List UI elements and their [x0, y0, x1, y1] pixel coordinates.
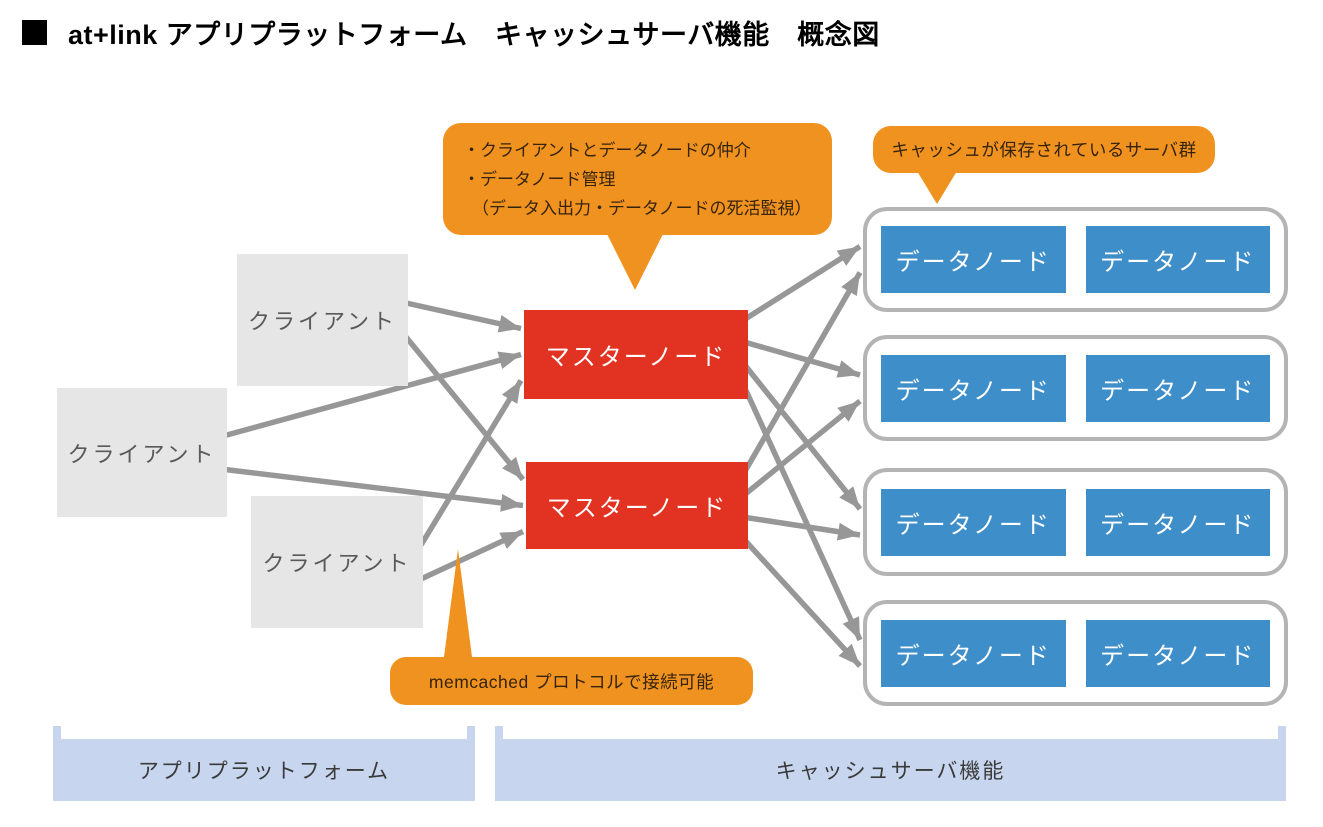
data-node-label: データノード	[1100, 511, 1256, 539]
arrow	[224, 351, 522, 439]
data-node-label: データノード	[1100, 249, 1256, 276]
server-group: データノード データノード	[863, 207, 1288, 312]
data-node-box: データノード	[1085, 488, 1270, 556]
band-cache-function: キャッシュサーバ機能	[495, 726, 1286, 801]
client-label: クライアント	[262, 551, 412, 576]
client-box: クライアント	[237, 254, 408, 386]
arrow	[224, 466, 524, 512]
data-node-label: データノード	[895, 377, 1051, 405]
callout-line: ・データノード管理	[463, 170, 616, 189]
data-node-label: データノード	[895, 642, 1051, 670]
callout-pointer-down-icon	[607, 234, 663, 290]
data-node-label: データノード	[895, 249, 1051, 276]
data-node-label: データノード	[895, 511, 1051, 539]
data-node-label: データノード	[1100, 377, 1256, 405]
band-tab	[495, 726, 503, 741]
callout-line: （データ入出力・データノードの死活監視）	[472, 199, 812, 218]
data-node-box: データノード	[1085, 354, 1270, 422]
arrow	[743, 364, 863, 511]
master-node-box: マスターノード	[526, 462, 748, 549]
arrow	[745, 514, 861, 541]
client-box: クライアント	[57, 388, 227, 517]
master-node-box: マスターノード	[524, 310, 748, 399]
callout-cache-servers: キャッシュが保存されているサーバ群	[873, 126, 1215, 204]
data-node-label: データノード	[1100, 642, 1256, 670]
band-label: アプリプラットフォーム	[137, 760, 391, 783]
arrow	[744, 244, 862, 321]
data-node-box: データノード	[1085, 226, 1270, 293]
server-group: データノード データノード	[863, 335, 1288, 441]
page-title: at+link アプリプラットフォーム キャッシュサーバ機能 概念図	[22, 13, 880, 52]
band-tab	[467, 726, 475, 741]
band-label: キャッシュサーバ機能	[775, 760, 1006, 783]
arrow	[744, 398, 862, 496]
data-node-box: データノード	[881, 619, 1066, 687]
band-app-platform: アプリプラットフォーム	[53, 726, 475, 801]
arrow	[405, 300, 522, 333]
arrow	[743, 271, 863, 471]
server-group: データノード データノード	[863, 600, 1288, 706]
callout-pointer-up-icon	[444, 549, 472, 657]
band-bar: アプリプラットフォーム	[53, 739, 475, 801]
band-tab	[53, 726, 61, 741]
callout-line: ・クライアントとデータノードの仲介	[463, 141, 751, 160]
client-label: クライアント	[247, 309, 398, 334]
callout-memcached: memcached プロトコルで接続可能	[390, 549, 753, 705]
arrow	[403, 335, 526, 482]
band-bar: キャッシュサーバ機能	[495, 739, 1286, 801]
callout-text: キャッシュが保存されているサーバ群	[891, 140, 1197, 160]
data-node-box: データノード	[881, 488, 1066, 556]
callout-text: memcached プロトコルで接続可能	[428, 671, 715, 692]
page-title-text: at+link アプリプラットフォーム キャッシュサーバ機能 概念図	[68, 20, 880, 50]
callout-pointer-down-icon	[917, 171, 957, 204]
title-bullet-icon	[22, 20, 47, 45]
arrow	[419, 529, 525, 582]
server-group: データノード データノード	[863, 468, 1288, 576]
client-label: クライアント	[67, 441, 217, 467]
client-box: クライアント	[251, 496, 423, 628]
arrow	[743, 539, 863, 668]
data-node-box: データノード	[1085, 619, 1270, 687]
master-node-label: マスターノード	[545, 344, 727, 371]
data-node-box: データノード	[881, 226, 1066, 293]
arrow	[745, 339, 861, 378]
data-node-box: データノード	[881, 354, 1066, 422]
arrow	[418, 379, 524, 547]
callout-master-role: ・クライアントとデータノードの仲介 ・データノード管理 （データ入出力・データノ…	[443, 123, 832, 290]
band-tab	[1278, 726, 1286, 741]
master-node-label: マスターノード	[546, 495, 728, 522]
